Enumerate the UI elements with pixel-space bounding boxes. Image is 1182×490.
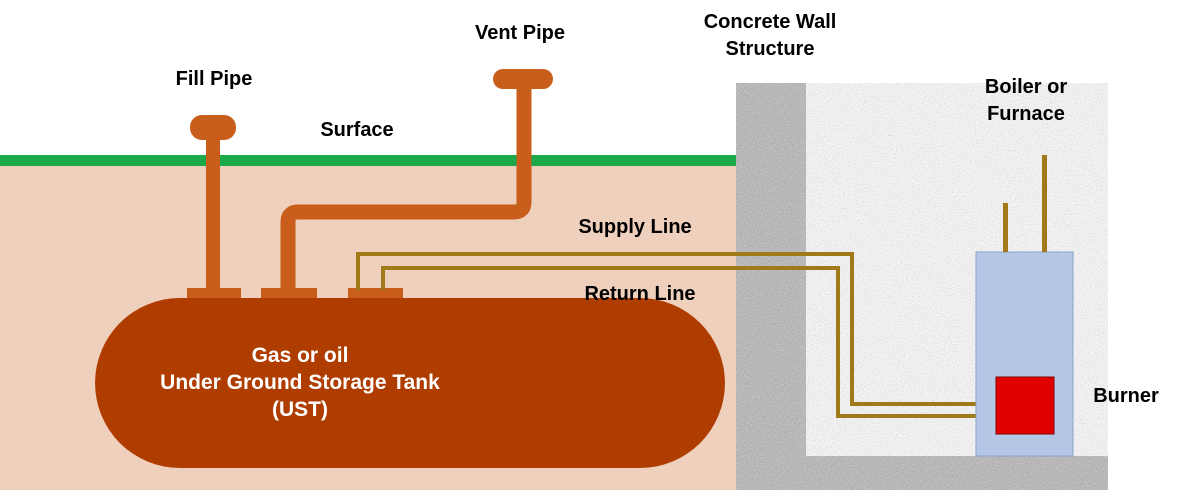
return-line-pipe <box>381 266 1000 418</box>
surface-label: Surface <box>320 119 393 141</box>
tank-label-line3: (UST) <box>272 398 328 421</box>
fuel-line-fitting <box>348 288 403 300</box>
return-line-label: Return Line <box>584 283 695 305</box>
concrete-wall <box>736 83 1108 490</box>
fill-pipe-label: Fill Pipe <box>176 68 253 90</box>
burner <box>995 376 1055 435</box>
vent-pipe-label: Vent Pipe <box>475 22 565 44</box>
boiler-label-line2: Furnace <box>987 103 1065 125</box>
supply-line-label: Supply Line <box>578 216 691 238</box>
tank-label-line2: Under Ground Storage Tank <box>160 371 440 394</box>
vent-pipe <box>261 69 553 300</box>
concrete-wall-label-line2: Structure <box>726 38 815 60</box>
fill-pipe <box>187 115 241 300</box>
surface-line <box>0 155 738 166</box>
burner-label: Burner <box>1093 385 1159 407</box>
supply-line-pipe <box>356 252 1000 406</box>
storage-tank <box>95 298 725 468</box>
tank-label-line1: Gas or oil <box>252 344 349 367</box>
boiler-label-line1: Boiler or <box>985 76 1067 98</box>
concrete-wall-label-line1: Concrete Wall <box>704 11 837 33</box>
